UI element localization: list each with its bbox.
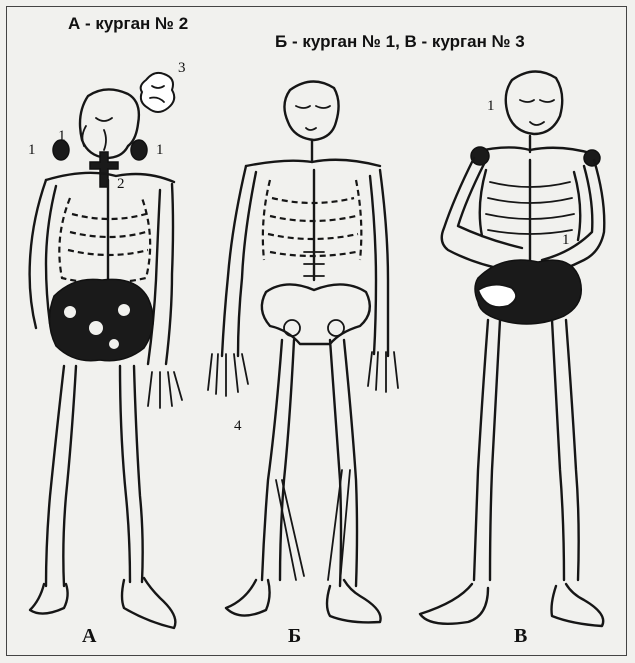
pelvis-a-spot	[109, 339, 119, 349]
marker-v-1-top: 1	[487, 98, 495, 115]
skull-b	[284, 81, 338, 140]
foot-b-right	[327, 580, 381, 622]
foot-v-right	[552, 584, 604, 626]
pelvis-b-socket	[328, 320, 344, 336]
marker-a-1-mid: 1	[58, 128, 66, 145]
hand-b-left	[208, 354, 248, 396]
object-a-3	[141, 73, 175, 112]
marker-a-2: 2	[117, 176, 125, 193]
arm-v-left	[442, 158, 522, 272]
leg-v-left	[474, 320, 500, 580]
hand-b-right	[368, 352, 398, 392]
arm-b-left	[222, 166, 256, 356]
pelvis-b-socket	[284, 320, 300, 336]
foot-b-left	[226, 580, 270, 616]
marker-a-1-left: 1	[28, 142, 36, 159]
shoulder-v-left	[471, 147, 489, 165]
figure-letter-b: Б	[288, 625, 301, 648]
leg-a-left	[46, 366, 76, 586]
ribcage-a	[59, 198, 150, 283]
shoulder-v-right	[584, 150, 600, 166]
leg-v-right	[552, 320, 579, 580]
hand-a-right	[148, 372, 182, 408]
marker-a-3: 3	[178, 60, 186, 77]
arm-b-right	[370, 170, 388, 356]
pelvis-a-spot	[118, 304, 130, 316]
figure-letter-a: А	[82, 625, 96, 648]
foot-v-left	[420, 584, 488, 624]
skull-b-face	[296, 106, 330, 130]
pelvis-b	[262, 284, 370, 344]
skeleton-v	[420, 71, 604, 626]
ornament-a-right	[131, 140, 147, 160]
marker-b-4: 4	[234, 418, 242, 435]
marker-v-1-hand: 1	[562, 232, 570, 249]
foot-a-left	[30, 584, 68, 614]
pelvis-a-remains	[49, 279, 153, 360]
skull-v-face	[520, 100, 554, 125]
object-b-blade	[328, 470, 350, 582]
skeleton-b	[208, 81, 398, 622]
marker-a-1-right: 1	[156, 142, 164, 159]
skull-a-detail	[82, 118, 112, 150]
figure-letter-v: В	[514, 625, 527, 648]
clavicles-a	[46, 173, 174, 182]
clavicles-v	[474, 147, 594, 154]
arm-a-right	[148, 184, 173, 364]
skull-a	[80, 89, 139, 158]
foot-a-right	[122, 578, 175, 628]
leg-a-right	[120, 366, 143, 582]
pelvis-a-spot	[64, 306, 76, 318]
clavicles-b	[246, 160, 380, 166]
pelvis-a-spot	[89, 321, 103, 335]
